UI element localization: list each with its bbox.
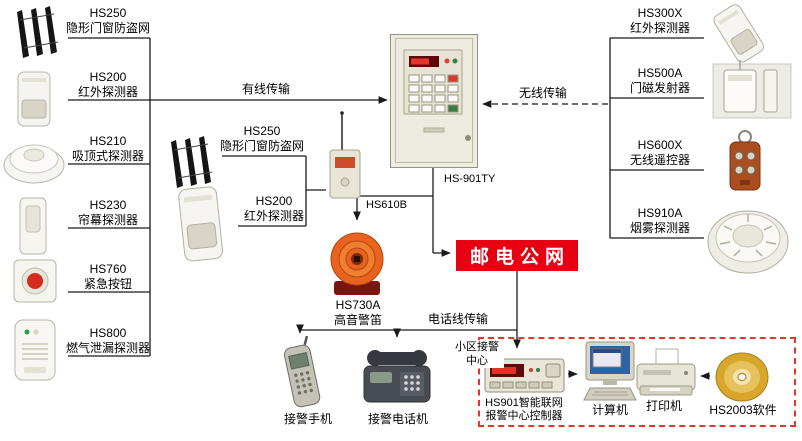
device-model: HS730A xyxy=(335,298,381,312)
printer-icon xyxy=(634,348,698,405)
device-model: HS500A xyxy=(637,66,683,80)
controller-line2: 报警中心控制器 xyxy=(485,410,563,422)
receiver-name: 接警电话机 xyxy=(367,412,428,426)
label-hs760: HS760 紧急按钮 xyxy=(64,262,152,292)
phone-line-label: 电话线传输 xyxy=(424,312,492,327)
device-name: 隐形门窗防盗网 xyxy=(65,21,150,35)
label-computer: 计算机 xyxy=(586,403,634,418)
alarm-center-box xyxy=(478,337,796,427)
software-cd-icon xyxy=(714,352,770,409)
device-model: HS600X xyxy=(637,138,683,152)
link-text: 电话线传输 xyxy=(427,312,488,326)
link-text: 有线传输 xyxy=(241,82,290,96)
label-hs600x: HS600X 无线遥控器 xyxy=(616,138,704,168)
device-name: 门磁发射器 xyxy=(629,81,690,95)
alarm-center-title: 小区接警 中心 xyxy=(450,340,504,368)
device-model: HS910A xyxy=(637,206,683,220)
window-grill-icon xyxy=(166,136,214,195)
window-grill-icon xyxy=(12,6,60,65)
device-model: HS760 xyxy=(89,262,127,276)
label-hs300x: HS300X 红外探测器 xyxy=(616,6,704,36)
alarm-panel-icon xyxy=(390,34,478,173)
device-name: 烟雾探测器 xyxy=(629,221,690,235)
label-software: HS2003软件 xyxy=(702,403,784,418)
siren-icon xyxy=(326,226,388,303)
telephone-icon xyxy=(360,342,434,413)
panic-button-icon xyxy=(12,258,58,309)
pir-detector-icon xyxy=(170,184,230,272)
door-magnet-icon xyxy=(712,60,792,127)
label-hs730a: HS730A 高音警笛 xyxy=(320,298,396,328)
controller-line1: HS901智能联网 xyxy=(485,397,563,409)
controller-icon xyxy=(484,352,566,401)
smoke-detector-icon xyxy=(704,200,792,281)
device-model: HS800 xyxy=(89,326,127,340)
label-hs910a: HS910A 烟雾探测器 xyxy=(616,206,704,236)
device-model: HS250 xyxy=(89,6,127,20)
label-telephone: 接警电话机 xyxy=(360,412,436,427)
device-model: HS200 xyxy=(255,194,293,208)
device-name: 帘幕探测器 xyxy=(77,213,138,227)
device-name: 吸顶式探测器 xyxy=(71,149,144,163)
title-line2: 中心 xyxy=(466,355,488,367)
computer-icon xyxy=(580,340,638,407)
label-hs200-left: HS200 红外探测器 xyxy=(64,70,152,100)
link-text: 无线传输 xyxy=(518,86,567,100)
device-name: 红外探测器 xyxy=(77,85,138,99)
device-model: HS200 xyxy=(89,70,127,84)
label-hs500a: HS500A 门磁发射器 xyxy=(616,66,704,96)
pir-detector-icon xyxy=(14,70,54,133)
device-name: 燃气泄漏探测器 xyxy=(65,341,150,355)
receiver-name: 接警手机 xyxy=(283,412,332,426)
device-model: HS300X xyxy=(637,6,683,20)
label-hs800: HS800 燃气泄漏探测器 xyxy=(64,326,152,356)
device-name: 打印机 xyxy=(645,399,682,413)
label-hs250-mid: HS250 隐形门窗防盗网 xyxy=(218,124,306,154)
ceiling-detector-icon xyxy=(2,134,66,191)
wireless-link-label: 无线传输 xyxy=(512,86,574,101)
label-controller: HS901智能联网 报警中心控制器 xyxy=(476,397,572,423)
device-name: 无线遥控器 xyxy=(629,153,690,167)
software-name: HS2003软件 xyxy=(709,403,777,417)
device-name: 红外探测器 xyxy=(243,209,304,223)
device-model: HS210 xyxy=(89,134,127,148)
public-network-box: 邮电公网 xyxy=(456,240,578,271)
label-hs610b: HS610B xyxy=(366,199,418,212)
label-hs250-left: HS250 隐形门窗防盗网 xyxy=(64,6,152,36)
gas-detector-icon xyxy=(12,318,58,387)
label-hs230: HS230 帘幕探测器 xyxy=(64,198,152,228)
label-hs210: HS210 吸顶式探测器 xyxy=(64,134,152,164)
title-line1: 小区接警 xyxy=(455,341,499,353)
device-model: HS250 xyxy=(243,124,281,138)
device-name: 隐形门窗防盗网 xyxy=(219,139,304,153)
label-cellphone: 接警手机 xyxy=(276,412,340,427)
wired-link-label: 有线传输 xyxy=(235,82,297,97)
label-printer: 打印机 xyxy=(640,399,688,414)
repeater-icon xyxy=(324,110,368,207)
device-name: 紧急按钮 xyxy=(83,277,132,291)
curtain-detector-icon xyxy=(14,196,50,261)
pir-detector-icon xyxy=(708,0,772,72)
device-model: HS610B xyxy=(366,199,407,211)
device-model: HS-901TY xyxy=(444,173,496,185)
label-panel-model: HS-901TY xyxy=(444,173,514,186)
device-name: 高音警笛 xyxy=(333,313,382,327)
remote-control-icon xyxy=(714,126,778,203)
label-hs200-mid: HS200 红外探测器 xyxy=(232,194,316,224)
cellphone-icon xyxy=(272,332,331,418)
device-model: HS230 xyxy=(89,198,127,212)
public-network-label: 邮电公网 xyxy=(469,247,570,268)
device-name: 红外探测器 xyxy=(629,21,690,35)
device-name: 计算机 xyxy=(591,403,628,417)
